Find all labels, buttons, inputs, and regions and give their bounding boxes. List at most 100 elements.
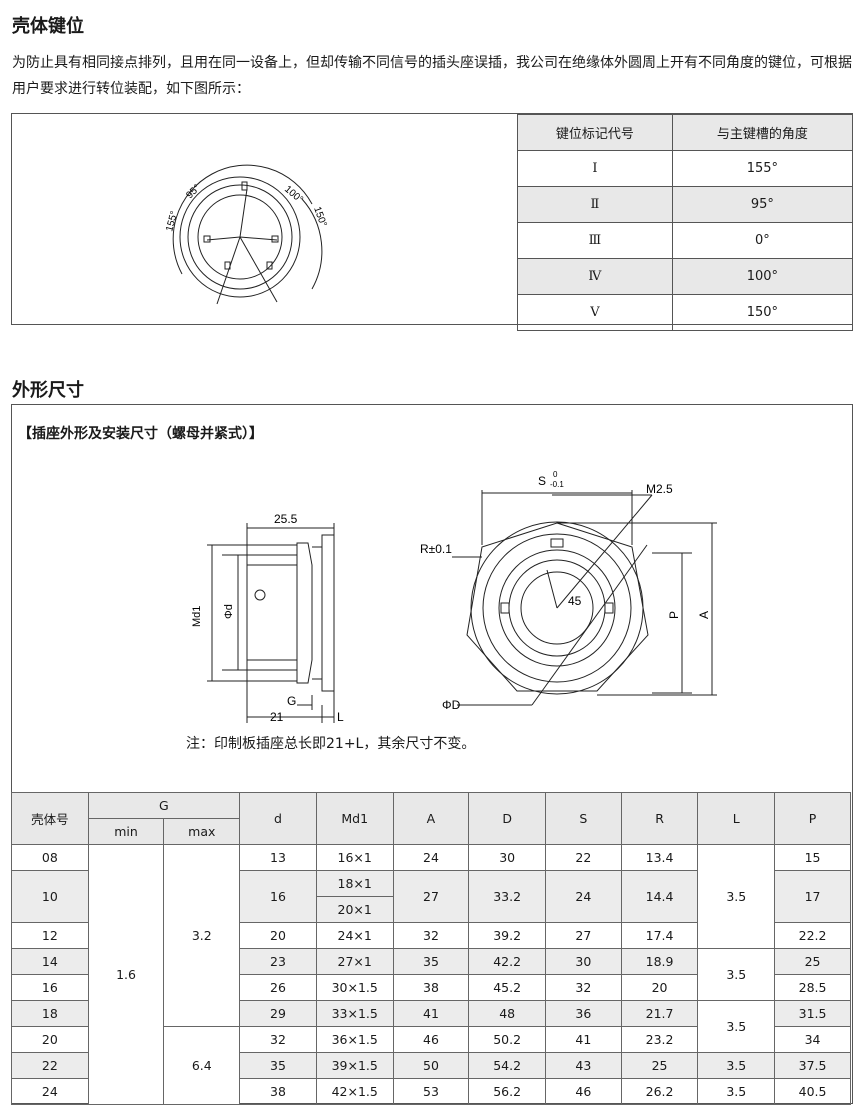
- cell-gmax: 6.4: [163, 1026, 241, 1105]
- cell-A: 32: [392, 922, 470, 949]
- cell-md1: 30×1.5: [315, 974, 394, 1001]
- key-table-header-code: 键位标记代号: [517, 114, 673, 151]
- section-title-keying: 壳体键位: [12, 16, 84, 37]
- dim-l: L: [337, 710, 344, 724]
- cell-S: 36: [545, 1000, 622, 1027]
- cell-D: 50.2: [468, 1026, 547, 1053]
- drawing-subtitle: 【插座外形及安装尺寸（螺母并紧式）】: [18, 426, 263, 442]
- cell-S: 22: [545, 844, 622, 871]
- cell-A: 41: [392, 1000, 470, 1027]
- angle-label-155: 155°: [164, 210, 180, 233]
- cell-d: 32: [239, 1026, 317, 1053]
- cell-R: 18.9: [620, 948, 699, 975]
- angle-label-95: 95°: [184, 183, 202, 201]
- key-angle: 100°: [671, 258, 854, 295]
- dim-a: A: [697, 611, 711, 619]
- cell-md1: 20×1: [315, 896, 394, 923]
- cell-P: 40.5: [774, 1078, 851, 1105]
- cell-shell: 10: [11, 870, 89, 923]
- keying-description: 为防止具有相同接点排列，且用在同一设备上，但却传输不同信号的插头座误插，我公司在…: [12, 55, 852, 97]
- cell-D: 33.2: [468, 870, 547, 923]
- angle-label-100: 100°: [282, 184, 305, 206]
- cell-P: 17: [774, 870, 851, 923]
- th-gmax: max: [163, 818, 241, 845]
- cell-P: 25: [774, 948, 851, 975]
- cell-D: 42.2: [468, 948, 547, 975]
- cell-S: 43: [545, 1052, 622, 1079]
- dim-21: 21: [270, 710, 284, 724]
- cell-md1: 33×1.5: [315, 1000, 394, 1027]
- cell-L: 3.5: [697, 1078, 776, 1105]
- th-S: S: [545, 792, 622, 845]
- keying-diagram: 155° 95° 100° 150°: [164, 164, 329, 305]
- dim-s-tol-lower: -0.1: [550, 480, 564, 489]
- th-d: d: [239, 792, 317, 845]
- cell-A: 38: [392, 974, 470, 1001]
- key-code: Ⅲ: [517, 222, 673, 259]
- key-table-header-angle: 与主键槽的角度: [671, 114, 854, 151]
- key-code: Ⅰ: [517, 150, 673, 187]
- cell-md1: 27×1: [315, 948, 394, 975]
- dim-p: P: [667, 611, 681, 619]
- cell-R: 17.4: [620, 922, 699, 949]
- cell-D: 30: [468, 844, 547, 871]
- cell-P: 31.5: [774, 1000, 851, 1027]
- cell-S: 24: [545, 870, 622, 923]
- drawing-note: 注：印制板插座总长即21+L，其余尺寸不变。: [186, 736, 476, 752]
- keying-panel: 155° 95° 100° 150° 键位标记代号 与主键槽的角度 Ⅰ 155°…: [11, 113, 854, 331]
- cell-md1: 36×1.5: [315, 1026, 394, 1053]
- cell-A: 46: [392, 1026, 470, 1053]
- cell-shell: 18: [11, 1000, 89, 1027]
- cell-P: 15: [774, 844, 851, 871]
- section-title-dimensions: 外形尺寸: [12, 380, 84, 401]
- dimension-table: 壳体号 G d Md1 A D S R L P min max 08 1.6 3…: [11, 792, 851, 1105]
- cell-D: 45.2: [468, 974, 547, 1001]
- dim-md1: Md1: [191, 606, 203, 627]
- cell-L: 3.5: [697, 844, 776, 949]
- cell-md1: 24×1: [315, 922, 394, 949]
- cell-d: 26: [239, 974, 317, 1001]
- key-code: Ⅴ: [517, 294, 673, 331]
- cell-R: 25: [620, 1052, 699, 1079]
- technical-drawing: 25.5 Md1 Φd G 21 L S 0 -0.1 M2.5 R±0.1 4…: [191, 470, 717, 724]
- cell-R: 23.2: [620, 1026, 699, 1053]
- dim-s: S: [538, 474, 546, 488]
- cell-P: 34: [774, 1026, 851, 1053]
- key-code: Ⅳ: [517, 258, 673, 295]
- cell-shell: 24: [11, 1078, 89, 1105]
- key-angle-table: 键位标记代号 与主键槽的角度 Ⅰ 155° Ⅱ 95° Ⅲ 0° Ⅳ 100° …: [517, 114, 854, 331]
- key-angle: 0°: [671, 222, 854, 259]
- dim-25-5: 25.5: [274, 512, 298, 526]
- cell-d: 35: [239, 1052, 317, 1079]
- cell-d: 29: [239, 1000, 317, 1027]
- dim-s-tol-upper: 0: [553, 470, 558, 479]
- dimensions-panel: 【插座外形及安装尺寸（螺母并紧式）】: [11, 404, 853, 1105]
- cell-D: 56.2: [468, 1078, 547, 1105]
- cell-P: 28.5: [774, 974, 851, 1001]
- cell-gmin: 1.6: [87, 844, 165, 1105]
- cell-md1: 39×1.5: [315, 1052, 394, 1079]
- cell-A: 35: [392, 948, 470, 975]
- cell-d: 16: [239, 870, 317, 923]
- cell-D: 48: [468, 1000, 547, 1027]
- cell-A: 50: [392, 1052, 470, 1079]
- key-angle: 95°: [671, 186, 854, 223]
- th-g: G: [87, 792, 241, 819]
- cell-R: 20: [620, 974, 699, 1001]
- key-angle: 155°: [671, 150, 854, 187]
- key-code: Ⅱ: [517, 186, 673, 223]
- dim-m2-5: M2.5: [646, 482, 673, 496]
- cell-shell: 12: [11, 922, 89, 949]
- cell-md1: 16×1: [315, 844, 394, 871]
- cell-D: 54.2: [468, 1052, 547, 1079]
- cell-S: 46: [545, 1078, 622, 1105]
- cell-S: 41: [545, 1026, 622, 1053]
- cell-R: 14.4: [620, 870, 699, 923]
- th-A: A: [392, 792, 470, 845]
- cell-R: 21.7: [620, 1000, 699, 1027]
- cell-gmax: 3.2: [163, 844, 241, 1027]
- th-gmin: min: [87, 818, 165, 845]
- dim-g: G: [287, 694, 296, 708]
- dim-45: 45: [568, 594, 582, 608]
- cell-A: 27: [392, 870, 470, 923]
